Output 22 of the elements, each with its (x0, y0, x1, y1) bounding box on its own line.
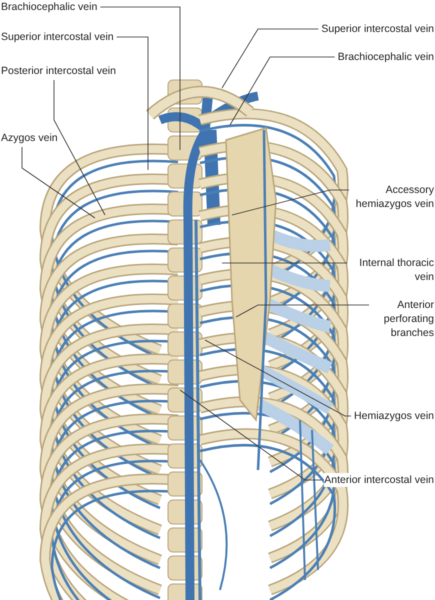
label-text: Anterior perforating branches (382, 298, 434, 340)
label-text: Accessory hemiazygos vein (354, 183, 434, 211)
label-text: Brachiocephalic vein (1, 0, 98, 14)
leader-line (204, 340, 352, 416)
leader-line (54, 80, 106, 216)
leader-line (222, 28, 319, 88)
label-text: Posterior intercostal vein (1, 64, 116, 78)
leader-line (232, 190, 350, 216)
leader-line (230, 56, 336, 126)
leader-line (180, 390, 322, 480)
leader-line (236, 304, 370, 318)
label-text: Internal thoracic vein (358, 256, 434, 284)
leader-line (222, 262, 348, 264)
label-text: Azygos vein (1, 131, 58, 145)
leader-line (100, 6, 180, 150)
leader-line (116, 36, 148, 170)
label-text: Superior intercostal vein (321, 22, 434, 36)
label-text: Anterior intercostal vein (324, 473, 434, 487)
label-text: Brachiocephalic vein (338, 50, 434, 64)
label-text: Superior intercostal vein (1, 30, 114, 44)
label-text: Hemiazygos vein (354, 409, 434, 423)
leader-line (22, 146, 96, 218)
